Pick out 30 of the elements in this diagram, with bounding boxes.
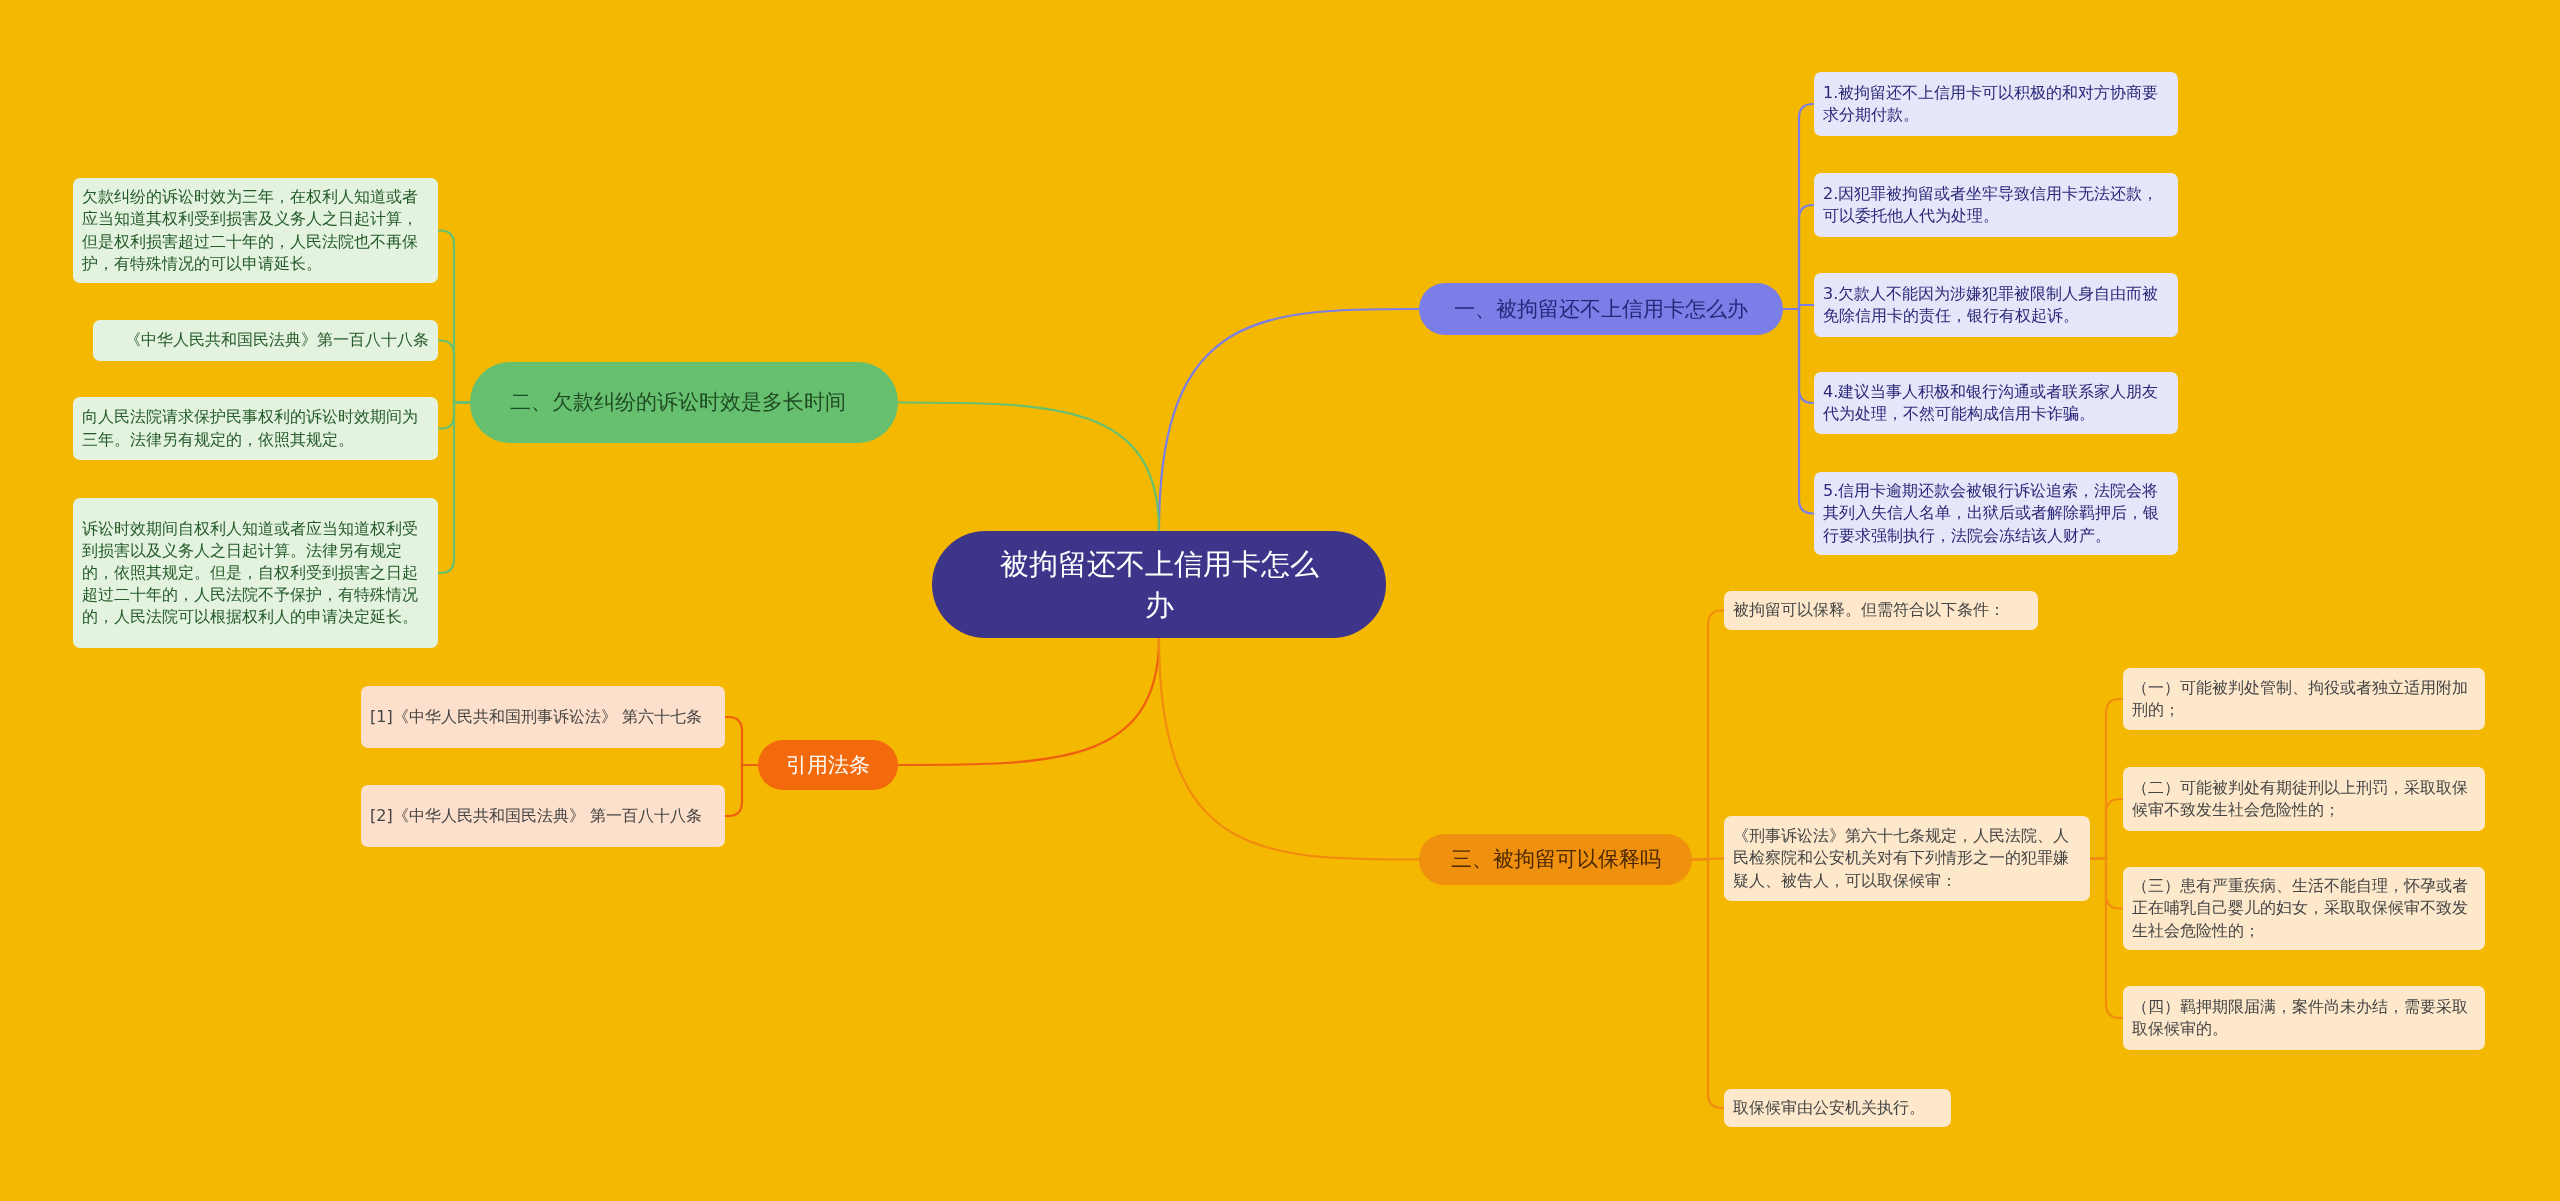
central-topic: 被拘留还不上信用卡怎么办 bbox=[932, 531, 1386, 638]
connector-line bbox=[898, 401, 1161, 532]
subtopic-box: （三）患有严重疾病、生活不能自理，怀孕或者正在哺乳自己婴儿的妇女，采取取保候审不致发生社会危险性的； bbox=[2123, 867, 2485, 950]
connector-line bbox=[2090, 857, 2123, 1020]
branch-topic: 二、欠款纠纷的诉讼时效是多长时间 bbox=[470, 362, 898, 443]
subtopic-box: 《刑事诉讼法》第六十七条规定，人民法院、人民检察院和公安机关对有下列情形之一的犯罪嫌疑人、被告人，可以取保候审： bbox=[1724, 816, 2090, 901]
connector-line bbox=[1692, 858, 1724, 1110]
subtopic-box: （四）羁押期限届满，案件尚未办结，需要采取取保候审的。 bbox=[2123, 986, 2485, 1050]
subtopic-box: 2.因犯罪被拘留或者坐牢导致信用卡无法还款，可以委托他人代为处理。 bbox=[1814, 173, 2178, 237]
subtopic-box: [2]《中华人民共和国民法典》 第一百八十八条 bbox=[361, 785, 725, 847]
subtopic-box: 欠款纠纷的诉讼时效为三年，在权利人知道或者应当知道其权利受到损害及义务人之日起计算，但是权利损害超过二十年的，人民法院也不再保护，有特殊情况的可以申请延长。 bbox=[73, 178, 438, 283]
subtopic-box: 取保候审由公安机关执行。 bbox=[1724, 1089, 1951, 1127]
subtopic-box: 3.欠款人不能因为涉嫌犯罪被限制人身自由而被免除信用卡的责任，银行有权起诉。 bbox=[1814, 273, 2178, 337]
branch-topic: 一、被拘留还不上信用卡怎么办 bbox=[1419, 283, 1783, 335]
subtopic-box: （二）可能被判处有期徒刑以上刑罚，采取取保候审不致发生社会危险性的； bbox=[2123, 767, 2485, 831]
connector-line bbox=[1783, 307, 1815, 515]
subtopic-box: [1]《中华人民共和国刑事诉讼法》 第六十七条 bbox=[361, 686, 725, 748]
connector-line bbox=[1157, 637, 1419, 861]
branch-topic: 引用法条 bbox=[758, 740, 898, 790]
subtopic-box: （一）可能被判处管制、拘役或者独立适用附加刑的； bbox=[2123, 668, 2485, 730]
subtopic-box: 5.信用卡逾期还款会被银行诉讼追索，法院会将其列入失信人名单，出狱后或者解除羁押后，银行要求强制执行，法院会冻结该人财产。 bbox=[1814, 472, 2178, 555]
subtopic-box: 被拘留可以保释。但需符合以下条件： bbox=[1724, 591, 2038, 630]
subtopic-box: 《中华人民共和国民法典》第一百八十八条 bbox=[93, 320, 438, 361]
subtopic-box: 1.被拘留还不上信用卡可以积极的和对方协商要求分期付款。 bbox=[1814, 72, 2178, 136]
branch-topic: 三、被拘留可以保释吗 bbox=[1419, 834, 1692, 885]
connector-line bbox=[438, 401, 470, 575]
subtopic-box: 向人民法院请求保护民事权利的诉讼时效期间为三年。法律另有规定的，依照其规定。 bbox=[73, 397, 438, 460]
subtopic-box: 诉讼时效期间自权利人知道或者应当知道权利受到损害以及义务人之日起计算。法律另有规定的，依照其规定。但是，自权利受到损害之日起超过二十年的，人民法院不予保护，有特殊情况的，人民法院可以根据权利人的申请决定延长。 bbox=[73, 498, 438, 648]
connector-line bbox=[725, 763, 758, 818]
subtopic-box: 4.建议当事人积极和银行沟通或者联系家人朋友代为处理，不然可能构成信用卡诈骗。 bbox=[1814, 372, 2178, 434]
